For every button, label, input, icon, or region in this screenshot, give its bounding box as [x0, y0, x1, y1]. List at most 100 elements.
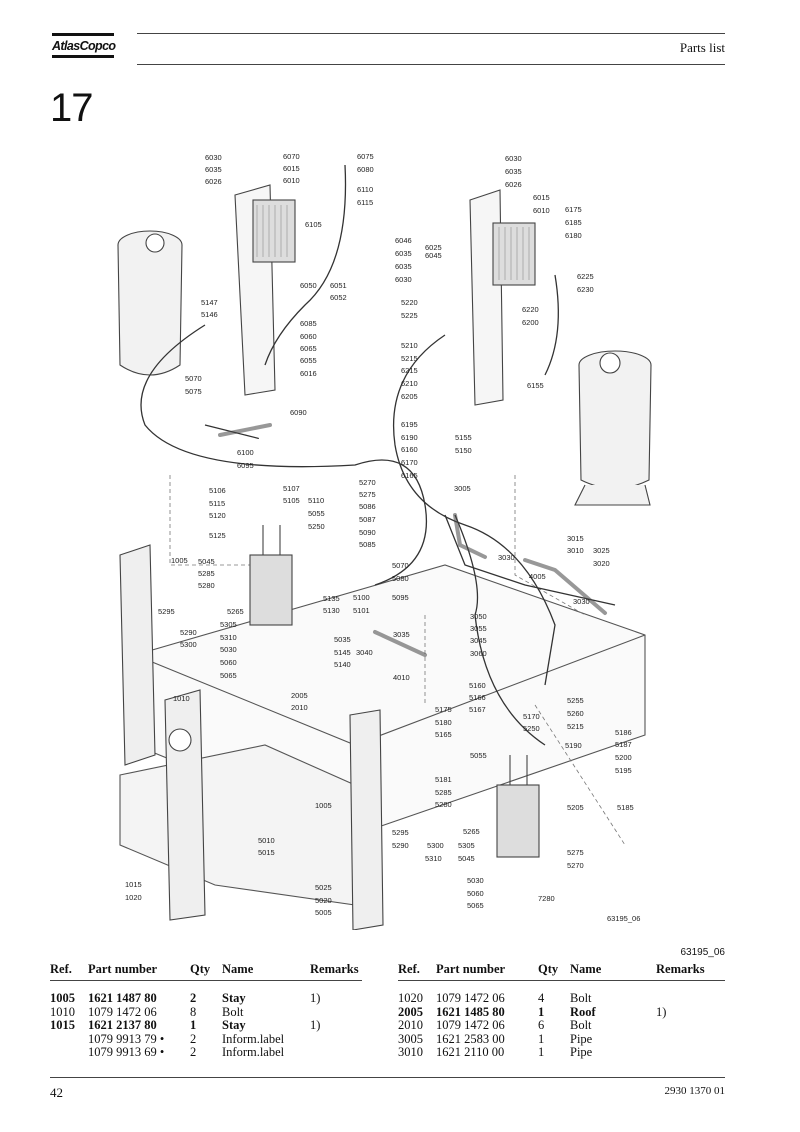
table-row: 1020 1079 1472 06 4 Bolt [398, 991, 592, 1005]
callout-label: 3005 [454, 484, 471, 493]
callout-label: 6030 [205, 153, 222, 162]
callout-label: 3050 [470, 612, 487, 621]
callout-label: 3025 [593, 546, 610, 555]
hoses [140, 164, 616, 746]
table-row: 3010 1621 2110 00 1 Pipe [398, 1045, 593, 1059]
callout-label: 5190 [565, 741, 582, 750]
callout-label: 5181 [435, 775, 452, 784]
callout-label: 6090 [290, 408, 307, 417]
table-row: 2005 1621 1485 80 1 Roof 1) [398, 1004, 667, 1019]
callout-label: 5166 [469, 693, 486, 702]
callout-label: 5120 [209, 511, 226, 520]
callout-label: 5225 [401, 311, 418, 320]
callout-label: 5055 [470, 751, 487, 760]
callout-label: 3040 [356, 648, 373, 657]
callout-label: 1020 [125, 893, 142, 902]
callout-label: 5030 [467, 876, 484, 885]
callout-label: 5215 [567, 722, 584, 731]
callout-label: 6030 [505, 154, 522, 163]
callout-label: 5060 [220, 658, 237, 667]
callout-label: 6080 [357, 165, 374, 174]
atlas-copco-logo: AtlasCopco [52, 33, 116, 65]
callout-label: 5175 [435, 705, 452, 714]
callout-label: 5270 [359, 478, 376, 487]
callout-label: 5210 [401, 341, 418, 350]
callout-label: 5250 [308, 522, 325, 531]
callout-label: 5010 [258, 836, 275, 845]
callout-label: 5070 [392, 561, 409, 570]
frame-stays [119, 544, 384, 930]
callout-label: 5185 [617, 803, 634, 812]
table-row: 1005 1621 1487 80 2 Stay 1) [50, 991, 321, 1005]
callout-label: 1015 [125, 880, 142, 889]
callout-label: 5285 [198, 569, 215, 578]
callout-label: 5220 [401, 298, 418, 307]
callout-label: 1005 [171, 556, 188, 565]
callout-label: 6050 [300, 281, 317, 290]
callout-label: 5030 [220, 645, 237, 654]
callout-label: 6155 [527, 381, 544, 390]
callout-label: 5135 [323, 594, 340, 603]
callout-label: 5115 [209, 499, 225, 508]
callout-label: 6210 [401, 379, 418, 388]
callout-label: 5290 [180, 628, 197, 637]
header-title: Parts list [679, 40, 725, 55]
upright-left [234, 184, 296, 396]
callout-label: 5125 [209, 531, 226, 540]
callout-label: 5065 [220, 671, 237, 680]
callout-label: 5150 [455, 446, 472, 455]
callout-label: 5265 [463, 827, 480, 836]
page-number: 42 [50, 1085, 63, 1100]
col-qty: Qty [190, 962, 211, 976]
heat-exchanger-right [496, 755, 540, 858]
callout-label: 6055 [300, 356, 317, 365]
callout-label: 6035 [395, 262, 412, 271]
callout-label: 5165 [435, 730, 452, 739]
callout-label: 5045 [458, 854, 475, 863]
callout-label: 5270 [567, 861, 584, 870]
callout-label: 3020 [593, 559, 610, 568]
callout-label: 5130 [323, 606, 340, 615]
callout-label: 5155 [455, 433, 472, 442]
callout-label: 5195 [615, 766, 632, 775]
callout-label: 2005 [291, 691, 308, 700]
callout-label: 5020 [315, 896, 332, 905]
table-row: 1079 9913 79 • 2 Inform.label [88, 1031, 285, 1046]
callout-label: 63195_06 [607, 914, 640, 923]
callout-label: 5110 [308, 496, 324, 505]
callout-label: 5090 [359, 528, 376, 537]
callout-label: 3030 [498, 553, 515, 562]
callout-label: 6026 [205, 177, 222, 186]
callout-label: 6170 [401, 458, 418, 467]
callout-label: 5275 [567, 848, 584, 857]
callout-label: 5310 [425, 854, 442, 863]
callout-label: 5255 [567, 696, 584, 705]
callout-label: 5146 [201, 310, 218, 319]
callout-label: 6045 [425, 251, 442, 260]
callout-label: 5250 [523, 724, 540, 733]
callout-label: 3030 [573, 597, 590, 606]
callout-label: 5025 [315, 883, 332, 892]
callout-label: 3055 [470, 624, 487, 633]
col-name: Name [570, 962, 602, 976]
callout-label: 5035 [334, 635, 351, 644]
table-row: 2010 1079 1472 06 6 Bolt [398, 1018, 592, 1032]
callout-label: 5170 [523, 712, 540, 721]
callout-label: 3045 [470, 636, 487, 645]
col-qty: Qty [538, 962, 559, 976]
callout-label: 7280 [538, 894, 555, 903]
vessel-left [117, 230, 183, 376]
callout-label: 5095 [392, 593, 409, 602]
col-remarks: Remarks [656, 962, 705, 976]
pipes [218, 423, 607, 657]
callout-label: 5087 [359, 515, 376, 524]
callout-label: 1010 [173, 694, 190, 703]
parts-table-header: Ref. Part number Qty Name Remarks [50, 962, 362, 981]
col-part: Part number [436, 962, 506, 976]
callout-label: 6190 [401, 433, 418, 442]
parts-table-header: Ref. Part number Qty Name Remarks [398, 962, 725, 981]
callout-label: 5107 [283, 484, 300, 493]
callout-label: 5300 [180, 640, 197, 649]
callout-label: 5187 [615, 740, 632, 749]
callout-label: 3010 [567, 546, 584, 555]
